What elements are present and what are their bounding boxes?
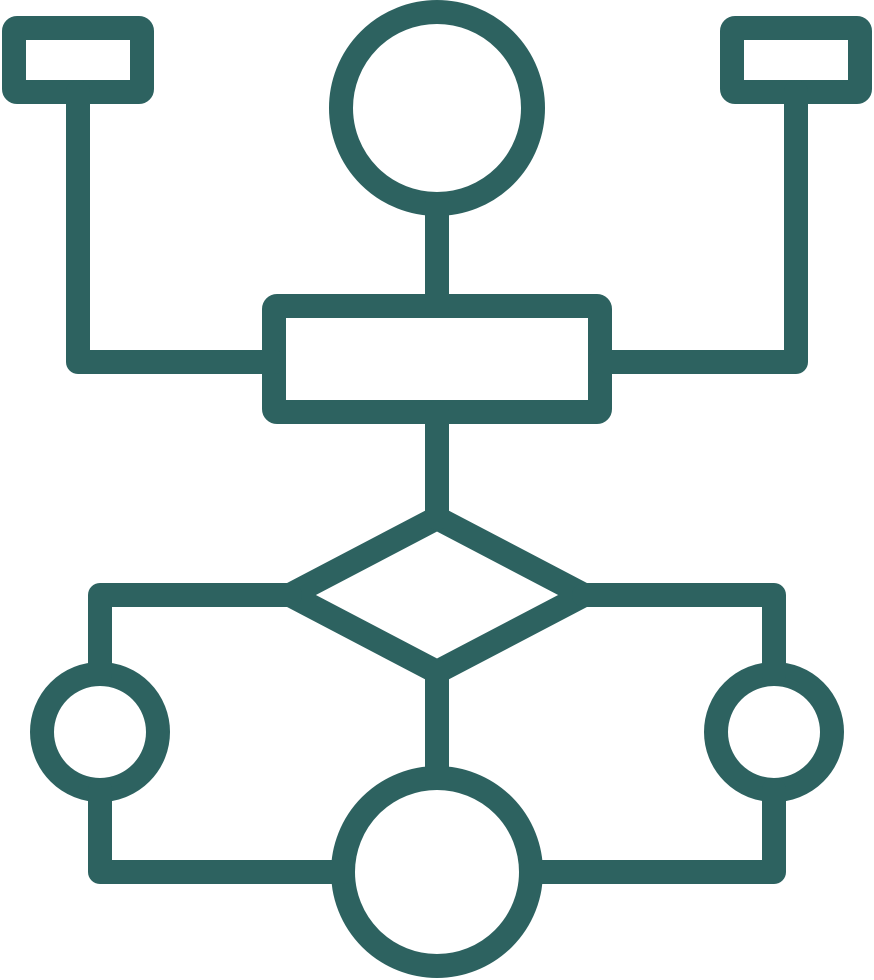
connector-left-end <box>88 778 355 884</box>
start-circle <box>329 0 545 216</box>
connector-decision-right <box>572 583 786 686</box>
connector-right-end <box>519 778 786 884</box>
connector-top-left <box>66 80 286 374</box>
process-box <box>262 294 612 424</box>
decision-diamond <box>278 506 596 684</box>
connector-decision-left <box>88 583 302 686</box>
left-circle <box>30 662 170 802</box>
connector-top-right <box>588 80 808 374</box>
right-circle <box>704 662 844 802</box>
end-circle <box>331 766 543 978</box>
